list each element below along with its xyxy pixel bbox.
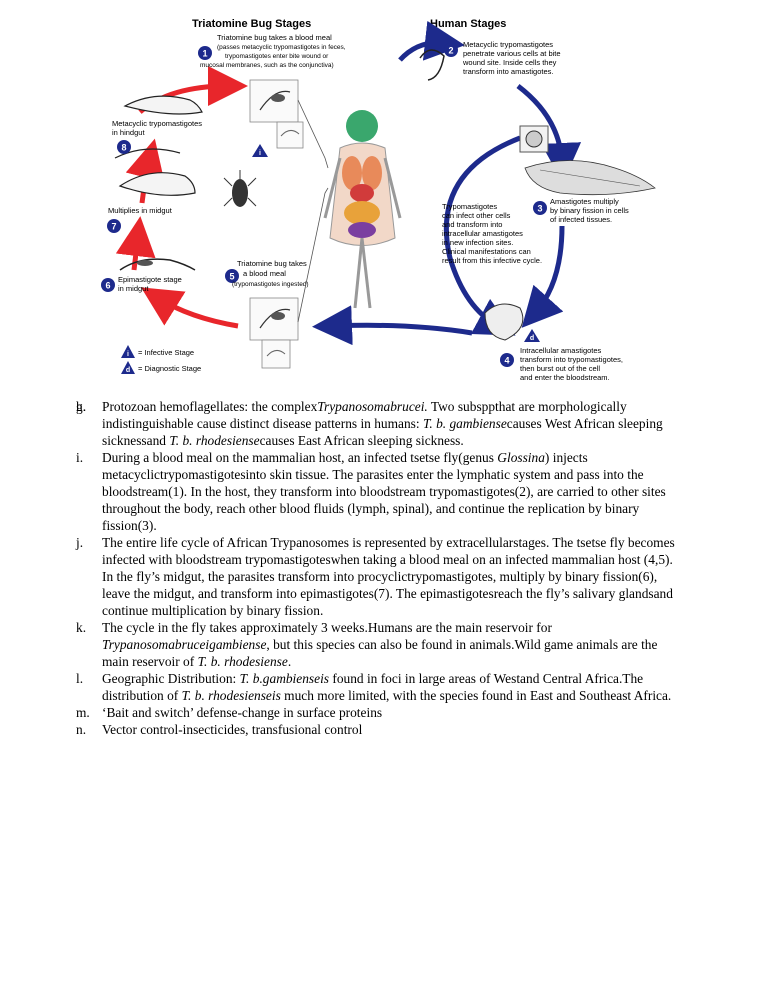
header-right: Human Stages [430, 18, 506, 30]
arrow-4-to-5 [312, 305, 473, 346]
step-1-number: 1 [202, 49, 207, 59]
step-5-number: 5 [229, 272, 234, 282]
svg-text:i: i [127, 351, 129, 358]
infective-stage-mark-1 [252, 144, 268, 157]
step-1-text: Triatomine bug takes a blood meal (passe… [200, 33, 348, 69]
step-7-number: 7 [111, 222, 116, 232]
step-8-number: 8 [121, 143, 126, 153]
arrow-3-to-4 [521, 225, 565, 328]
step-2-text: Metacyclic trypomastigotes penetrate var… [462, 40, 563, 76]
burst-cell-illustration-4 [484, 303, 524, 341]
list-item: i.During a blood meal on the mammalian h… [76, 450, 666, 533]
list-item: k.The cycle in the fly takes approximate… [76, 620, 658, 669]
step-7-text: Multiplies in midgut [108, 206, 173, 215]
legend-diagnostic-icon [121, 361, 135, 374]
legend-infective-icon [121, 345, 135, 358]
step-6-text: Epimastigote stage in midgut [118, 275, 184, 293]
legend-infective-text: = Infective Stage [138, 348, 194, 357]
arrow-infective-cycle [443, 135, 521, 336]
step-3-number: 3 [537, 204, 542, 214]
step-4-number: 4 [504, 356, 509, 366]
list-item: l.Geographic Distribution: T. b.gambiens… [76, 671, 672, 703]
list-item: n.Vector control-insecticides, transfusi… [76, 722, 363, 737]
svg-text:d: d [126, 367, 130, 374]
trypomastigote-illustration-2 [419, 49, 445, 81]
step-8-text: Metacyclic trypomastigotes in hindgut [112, 119, 204, 137]
arrow-5-to-6 [141, 287, 239, 329]
step-3-text: Amastigotes multiply by binary fission i… [550, 197, 631, 224]
epimastigote-illustration-6 [119, 258, 196, 271]
list-item: m.‘Bait and switch’ defense-change in su… [76, 705, 383, 720]
list-item: j.The entire life cycle of African Trypa… [76, 535, 675, 618]
notes-list: g. h.Protozoan hemoflagellates: the comp… [76, 398, 686, 738]
arrow-6-to-7 [115, 216, 156, 271]
life-cycle-diagram: Triatomine Bug Stages Human Stages 1 Tri… [101, 18, 656, 382]
legend-diagnostic-text: = Diagnostic Stage [138, 364, 201, 373]
trypomastigote-illustration-8 [123, 95, 203, 115]
tissue-illustration-3 [524, 160, 656, 196]
step-4-text: Intracellular amastigotes transform into… [520, 346, 625, 382]
diagnostic-stage-mark-4 [524, 329, 540, 342]
svg-text:d: d [530, 335, 534, 342]
list-item: h.Protozoan hemoflagellates: the complex… [76, 399, 663, 448]
arrow-1-to-2 [398, 20, 465, 62]
infective-cycle-text: Trypomastigotes can infect other cells a… [442, 202, 542, 265]
step-5-text: Triatomine bug takes a blood meal (trypo… [232, 259, 309, 288]
arrow-2-to-3 [516, 84, 582, 183]
triatomine-bug-illustration [223, 170, 257, 207]
svg-text:i: i [259, 150, 261, 157]
header-left: Triatomine Bug Stages [192, 18, 311, 30]
step-6-number: 6 [105, 281, 110, 291]
human-body-illustration [297, 99, 402, 323]
step-2-number: 2 [448, 46, 453, 56]
epimastigote-illustration-7 [118, 172, 196, 196]
